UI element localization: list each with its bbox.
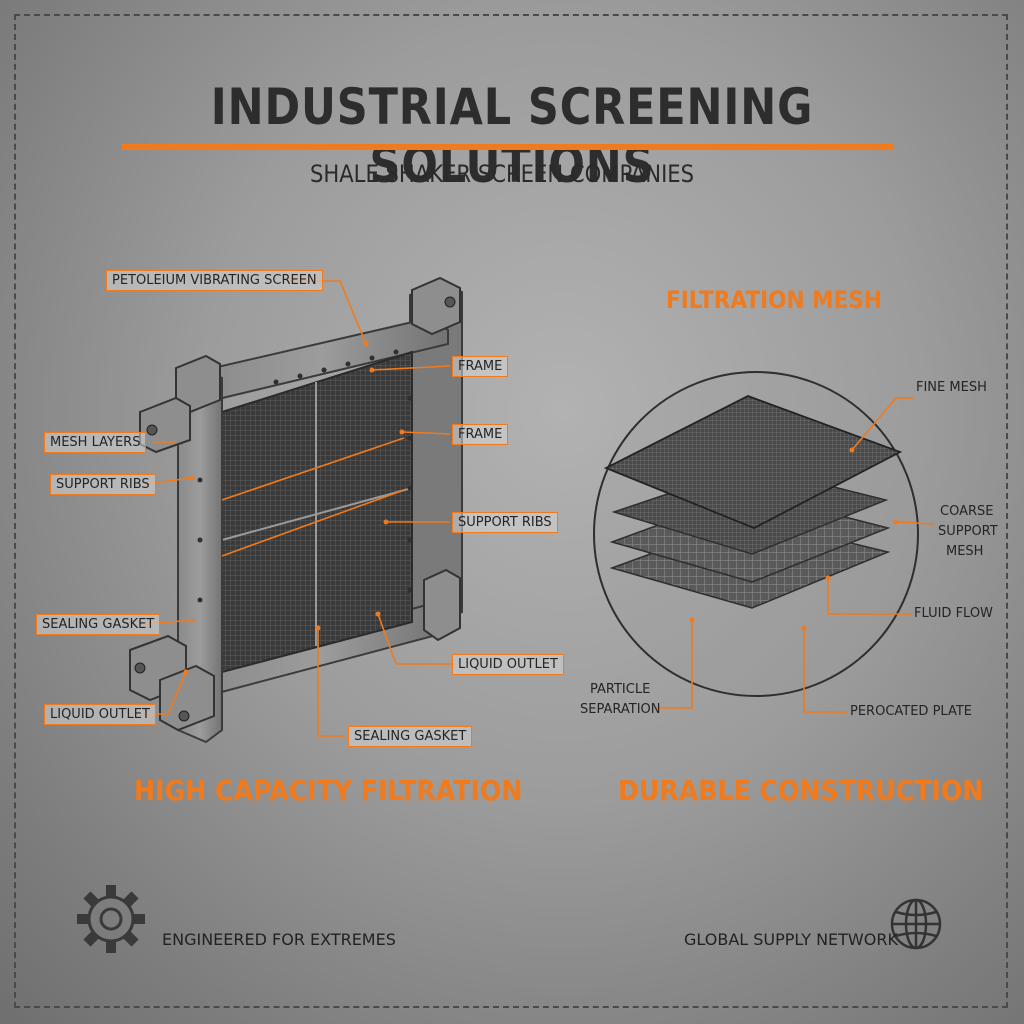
label-support-ribs-right: SUPPORT RIBS bbox=[452, 512, 558, 533]
label-coarse-line-3: MESH bbox=[946, 544, 984, 559]
label-mesh-layers: MESH LAYERS bbox=[44, 432, 147, 453]
label-liquid-outlet-left: LIQUID OUTLET bbox=[44, 704, 156, 725]
footer-engineered: ENGINEERED FOR EXTREMES bbox=[162, 930, 396, 949]
label-frame-1: FRAME bbox=[452, 356, 509, 377]
section-title-high-capacity: HIGH CAPACITY FILTRATION bbox=[134, 774, 523, 807]
title-underline bbox=[122, 144, 894, 150]
label-liquid-outlet-right: LIQUID OUTLET bbox=[452, 654, 564, 675]
page-border bbox=[14, 14, 1008, 1008]
filtration-mesh-title: FILTRATION MESH bbox=[666, 286, 882, 314]
vibrating-screen-drawing bbox=[129, 276, 463, 744]
filtration-mesh-drawing bbox=[593, 371, 935, 713]
label-particle-line-2: SEPARATION bbox=[580, 702, 661, 717]
label-sealing-gasket-bottom: SEALING GASKET bbox=[348, 726, 473, 747]
globe-icon bbox=[890, 898, 942, 950]
label-frame-2: FRAME bbox=[452, 424, 509, 445]
gear-icon bbox=[77, 885, 145, 953]
label-fluid-flow: FLUID FLOW bbox=[914, 606, 993, 621]
label-sealing-gasket-left: SEALING GASKET bbox=[36, 614, 161, 635]
label-perforated-plate: PEROCATED PLATE bbox=[850, 704, 972, 719]
label-particle-line-1: PARTICLE bbox=[590, 682, 651, 697]
label-petroleum-vibrating-screen: PETOLEIUM VIBRATING SCREEN bbox=[106, 270, 323, 291]
footer-global-supply: GLOBAL SUPPLY NETWORK bbox=[684, 930, 898, 949]
label-fine-mesh: FINE MESH bbox=[916, 380, 987, 395]
label-coarse-line-1: COARSE bbox=[940, 504, 994, 519]
section-title-durable: DURABLE CONSTRUCTION bbox=[618, 774, 984, 807]
label-support-ribs-left: SUPPORT RIBS bbox=[50, 474, 156, 495]
page-subtitle: SHALE SHAKER SCREEN COMPANIES bbox=[309, 160, 695, 188]
label-coarse-line-2: SUPPORT bbox=[938, 524, 998, 539]
